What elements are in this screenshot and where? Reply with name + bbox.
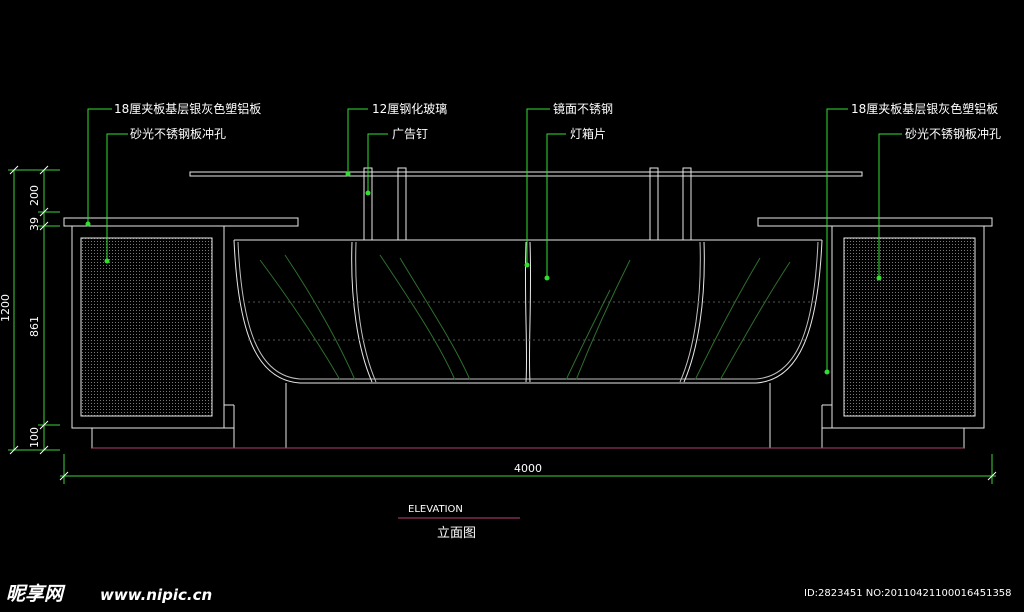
post-4 xyxy=(682,167,692,241)
curved-lightbox xyxy=(233,239,823,384)
left-counter-top xyxy=(63,217,299,227)
watermark-id: ID:2823451 NO:20110421100016451358 xyxy=(804,588,1012,599)
post-2 xyxy=(397,167,407,241)
label-right-top: 18厘夹板基层银灰色塑铝板 xyxy=(851,101,998,116)
dim-861: 861 xyxy=(28,316,41,337)
title-chinese: 立面图 xyxy=(437,526,476,541)
leader-dots xyxy=(85,171,882,375)
dim-39: 39 xyxy=(28,217,41,231)
dim-100: 100 xyxy=(28,427,41,448)
dim-200: 200 xyxy=(28,185,41,206)
dim-1200: 1200 xyxy=(0,294,12,322)
right-cabinet xyxy=(757,217,993,449)
label-lightbox: 灯箱片 xyxy=(570,126,606,141)
vertical-dimensions xyxy=(8,165,60,455)
label-mirror: 镜面不锈钢 xyxy=(553,101,613,116)
right-perforated-panel xyxy=(843,237,976,417)
label-glass: 12厘钢化玻璃 xyxy=(372,102,447,116)
watermark-url: www.nipic.cn xyxy=(100,586,212,604)
left-plinth xyxy=(91,427,235,449)
label-right-sub: 砂光不锈钢板冲孔 xyxy=(905,126,1001,141)
center-base xyxy=(92,383,964,449)
right-plinth xyxy=(821,427,965,449)
left-perforated-panel xyxy=(80,237,213,417)
watermark-brand: 昵享网 xyxy=(6,583,66,605)
label-nail: 广告钉 xyxy=(392,127,428,141)
horizontal-dimension xyxy=(59,454,997,484)
right-counter-top xyxy=(757,217,993,227)
title-english: ELEVATION xyxy=(408,504,463,515)
glass-panel xyxy=(189,171,863,177)
glass-canopy xyxy=(189,167,863,241)
dim-4000: 4000 xyxy=(514,462,542,475)
left-cabinet xyxy=(63,217,299,449)
label-left-sub: 砂光不锈钢板冲孔 xyxy=(130,126,226,141)
label-left-top: 18厘夹板基层银灰色塑铝板 xyxy=(114,101,261,116)
leader-lines xyxy=(87,108,902,372)
post-3 xyxy=(649,167,659,241)
